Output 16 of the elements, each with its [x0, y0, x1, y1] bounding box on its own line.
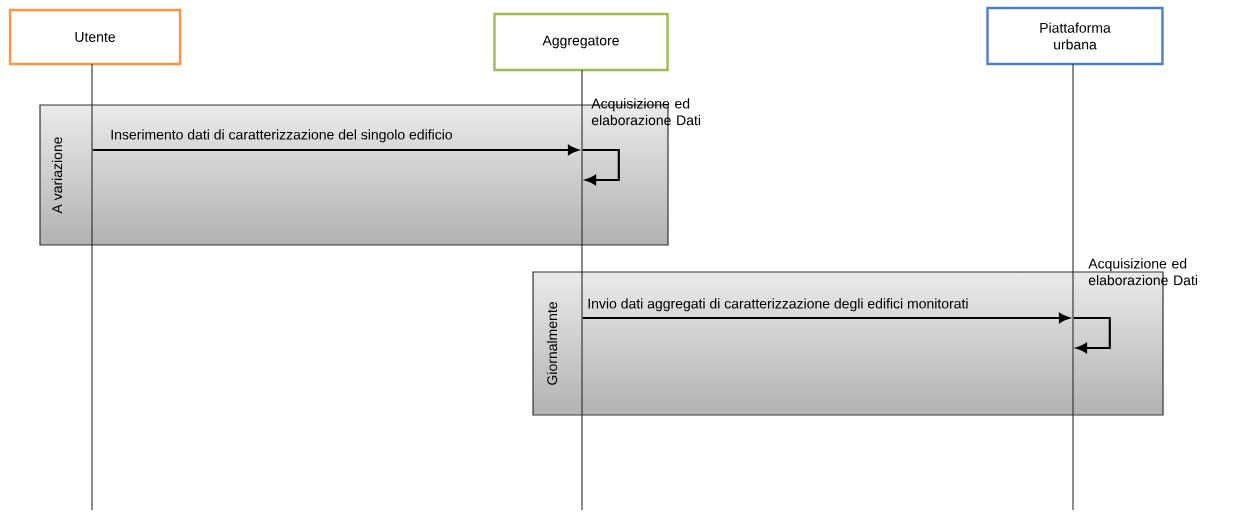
message-label: Acquisizione ed elaborazione Dati — [1088, 258, 1198, 286]
lifeline — [91, 64, 93, 510]
lifeline — [581, 70, 583, 510]
self-arrow — [1073, 316, 1111, 353]
participant-box: Piattaforma urbana — [986, 6, 1164, 66]
lifeline — [1072, 64, 1074, 510]
participant-box: Utente — [8, 8, 182, 66]
message-arrow — [92, 144, 579, 155]
frame-label: Giornalmente — [546, 302, 558, 385]
participant-box: Aggregatore — [493, 12, 669, 72]
self-arrow — [582, 148, 620, 185]
message-label: Acquisizione ed elaborazione Dati — [591, 98, 701, 126]
message-label: Inserimento dati di caratterizzazione del singolo edificio — [111, 129, 452, 143]
frame-label: A variazione — [51, 137, 63, 214]
message-label: Invio dati aggregati di caratterizzazione degli edifici monitorati — [588, 298, 968, 312]
message-arrow — [582, 312, 1070, 323]
